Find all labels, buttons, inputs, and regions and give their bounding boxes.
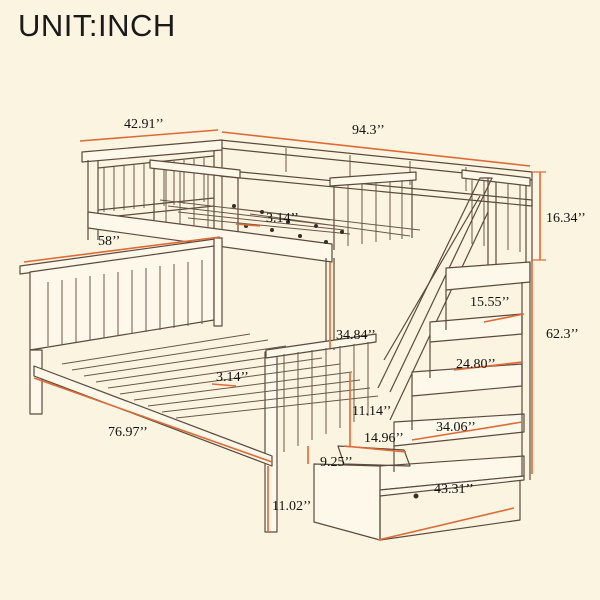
dimension-lines	[23, 129, 546, 541]
label-top-length: 94.3’’	[352, 123, 385, 138]
label-step-height-2: 24.80’’	[456, 357, 496, 372]
label-bottom-length: 76.97’’	[108, 425, 148, 440]
label-stair-depth-1: 14.96’’	[364, 431, 404, 446]
label-bunk-clearance: 34.84’’	[336, 328, 376, 343]
dimension-labels: 42.91’’ 94.3’’ 16.34’’ 3.14’’ 58’’ 62.3’…	[98, 117, 586, 514]
unit-title: UNIT:INCH	[18, 8, 176, 43]
label-top-width: 42.91’’	[124, 117, 164, 132]
label-step-height-1: 15.55’’	[470, 295, 510, 310]
bottom-bunk	[19, 237, 379, 467]
label-stair-depth-2: 34.06’’	[436, 420, 476, 435]
label-step-height-3: 11.14’’	[352, 404, 391, 419]
label-floor-clearance: 11.02’’	[272, 499, 311, 514]
top-bunk	[81, 139, 533, 263]
label-top-guardrail-height: 16.34’’	[546, 211, 586, 226]
label-total-height: 62.3’’	[546, 327, 579, 342]
label-top-slat-gap: 3.14’’	[266, 211, 299, 226]
label-bottom-slat-gap: 3.14’’	[216, 370, 249, 385]
label-step-rise: 9.25’’	[320, 455, 353, 470]
stair-unit	[313, 177, 531, 541]
label-stair-base-length: 43.31’’	[434, 482, 474, 497]
label-bottom-width: 58’’	[98, 234, 120, 249]
